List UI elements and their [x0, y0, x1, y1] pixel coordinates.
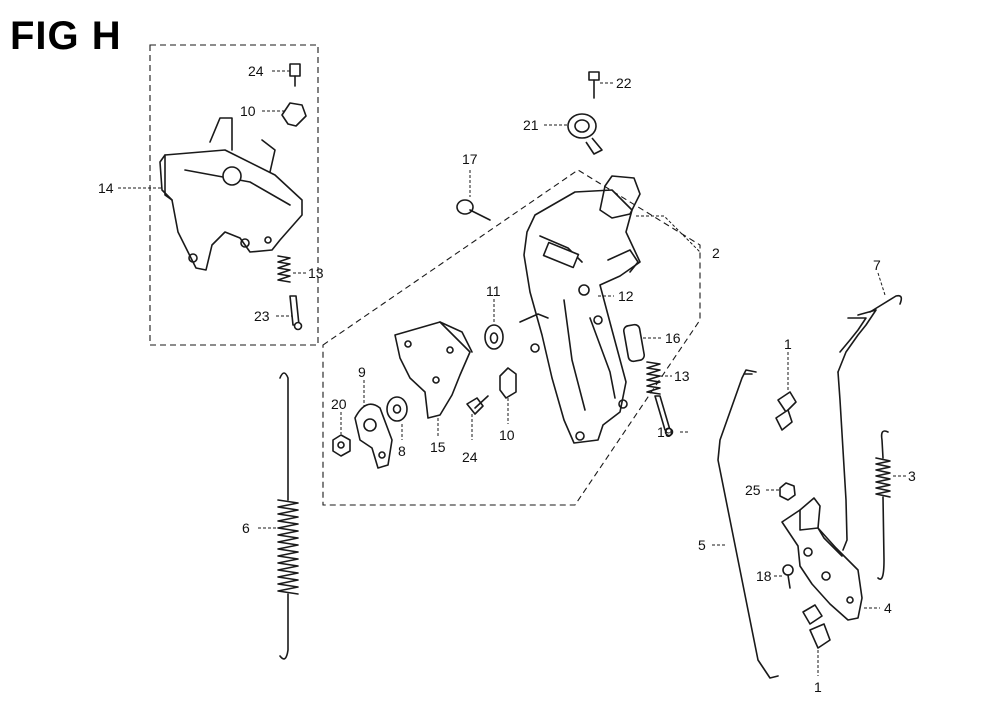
callout-20: 20 — [331, 396, 347, 412]
upper-spring-13 — [277, 255, 291, 283]
figure-title: FIG H — [10, 14, 122, 58]
callout-15: 15 — [430, 439, 446, 455]
friction-washer-8 — [386, 396, 408, 422]
clip-10 — [499, 367, 517, 399]
callout-4: 4 — [884, 600, 892, 616]
control-rod-5 — [717, 369, 779, 679]
callout-7: 7 — [873, 257, 881, 273]
spring-13 — [646, 361, 661, 395]
nut-25 — [779, 482, 796, 501]
callout-2: 2 — [712, 245, 720, 261]
bolt-19 — [654, 395, 674, 437]
callout-14: 14 — [98, 180, 114, 196]
clamp-21 — [567, 113, 603, 155]
callout-23: 23 — [254, 308, 270, 324]
lever-bolt-24 — [466, 395, 489, 415]
callout-25: 25 — [745, 482, 761, 498]
bolt-22 — [588, 71, 600, 99]
governor-spring-3 — [875, 430, 891, 580]
callout-1-lower: 1 — [814, 679, 822, 695]
clip-1-upper — [775, 391, 797, 431]
return-spring-rod — [277, 372, 299, 660]
callout-6: 6 — [242, 520, 250, 536]
callout-11: 11 — [486, 283, 501, 299]
bolt-18 — [782, 564, 794, 589]
callout-24-upper: 24 — [248, 63, 264, 79]
callout-18: 18 — [756, 568, 772, 584]
callout-13-lower: 13 — [674, 368, 690, 384]
callout-17: 17 — [462, 151, 478, 167]
upper-control-bracket — [159, 117, 303, 271]
upper-clip-10 — [281, 102, 307, 127]
callout-16: 16 — [665, 330, 681, 346]
callout-9: 9 — [358, 364, 366, 380]
upper-bolt-23 — [289, 295, 303, 331]
leader-lines — [118, 70, 906, 676]
callout-22: 22 — [616, 75, 632, 91]
callout-10-upper: 10 — [240, 103, 256, 119]
callout-19: 19 — [657, 424, 673, 440]
callout-3: 3 — [908, 468, 916, 484]
callout-labels: 24 10 14 13 23 22 21 17 2 12 11 16 13 9 … — [98, 63, 916, 695]
lever-plate — [394, 321, 473, 419]
control-base-plate — [519, 175, 641, 444]
callout-5: 5 — [698, 537, 706, 553]
washer-11 — [484, 324, 504, 350]
clip-1-lower — [802, 604, 831, 649]
callout-13-upper: 13 — [308, 265, 324, 281]
throttle-cable-7 — [837, 294, 903, 551]
callout-10-lower: 10 — [499, 427, 515, 443]
lever-bracket-4 — [781, 497, 863, 621]
upper-left-group-boundary — [149, 44, 319, 346]
control-lever-9 — [354, 403, 393, 469]
callout-21: 21 — [523, 117, 539, 133]
callout-1-upper: 1 — [784, 336, 792, 352]
callout-12: 12 — [618, 288, 634, 304]
callout-24-lower: 24 — [462, 449, 478, 465]
bolt-17 — [456, 199, 491, 221]
pin-16 — [622, 323, 646, 363]
nut-20 — [332, 434, 351, 457]
control-assembly-group-boundary — [322, 169, 701, 506]
upper-nut-24 — [289, 63, 301, 87]
callout-8: 8 — [398, 443, 406, 459]
